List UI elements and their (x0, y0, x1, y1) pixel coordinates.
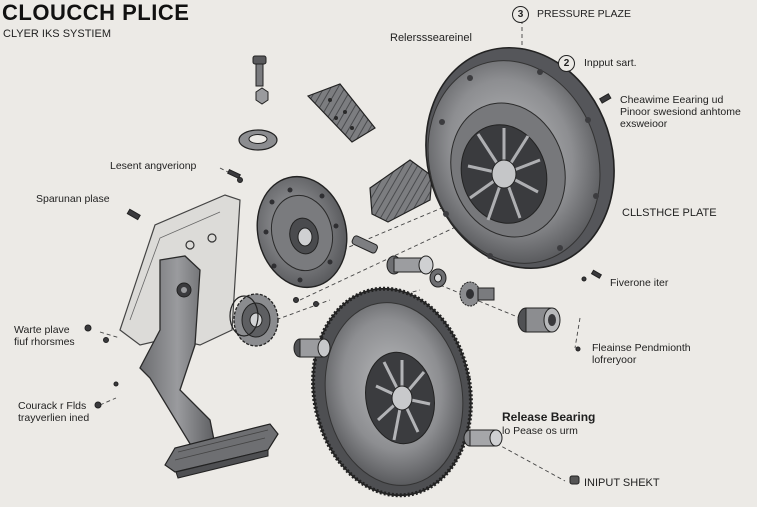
label-chewime-line2: Pinoor swesiond anhtome (620, 106, 741, 118)
label-courack-line2: trayverlien ined (18, 412, 90, 424)
label-warte-plave-line1: Warte plave (14, 324, 70, 336)
clutch-pedal (139, 255, 279, 479)
label-chewime-line3: exsweioor (620, 118, 668, 130)
diagram-title: CLOUCCH PLICE (2, 0, 190, 25)
label-courack-line1: Courack r Flds (18, 400, 87, 412)
label-fleainse-line2: lofreryoor (592, 354, 637, 366)
label-release-bearing-sub: lo Pease os urm (502, 425, 578, 437)
label-release-bearing-top: Relerssseareinel (390, 32, 472, 44)
label-chewime-line1: Cheawime Eearing ud (620, 94, 724, 106)
label-clutch-plate: CLLSTHCE PLATE (622, 207, 717, 219)
release-bearing-pin (463, 429, 503, 447)
bolt (252, 55, 267, 87)
release-sleeve (517, 307, 561, 333)
shaft-sleeve-flywheel (293, 338, 331, 358)
spline-hub (459, 281, 495, 307)
label-fiverone-iter: Fiverone iter (610, 277, 669, 289)
pressure-plate (425, 46, 615, 270)
callout-number-2: 2 (558, 55, 575, 72)
label-input-shekt: INIPUT SHEKT (584, 477, 660, 489)
callout-number-3: 3 (512, 6, 529, 23)
washer (238, 129, 278, 151)
friction-pad-upper (306, 83, 376, 143)
clutch-disc (256, 175, 348, 289)
friction-pad-lower (369, 159, 433, 223)
label-release-bearing: Release Bearing (502, 410, 596, 424)
label-fleainse-line1: Fleainse Pendmionth (592, 342, 691, 354)
pilot-gear (229, 293, 279, 347)
label-sparunan-plase: Sparunan plase (36, 193, 110, 205)
callout-label-pressure-plate: PRESSURE PLAZE (537, 8, 631, 20)
input-shaft-parts (293, 235, 561, 447)
flywheel (311, 286, 473, 498)
release-fork-pin (386, 255, 434, 275)
callout-label-input-start: Inpput sart. (584, 57, 637, 69)
diagram-subtitle: CLYER IKS SYSTIEM (3, 28, 111, 40)
label-lesent-angverionp: Lesent angverionp (110, 160, 197, 172)
nut (255, 87, 269, 105)
label-warte-plave-line2: fiuf rhorsmes (14, 336, 75, 348)
small-fasteners (84, 93, 612, 485)
